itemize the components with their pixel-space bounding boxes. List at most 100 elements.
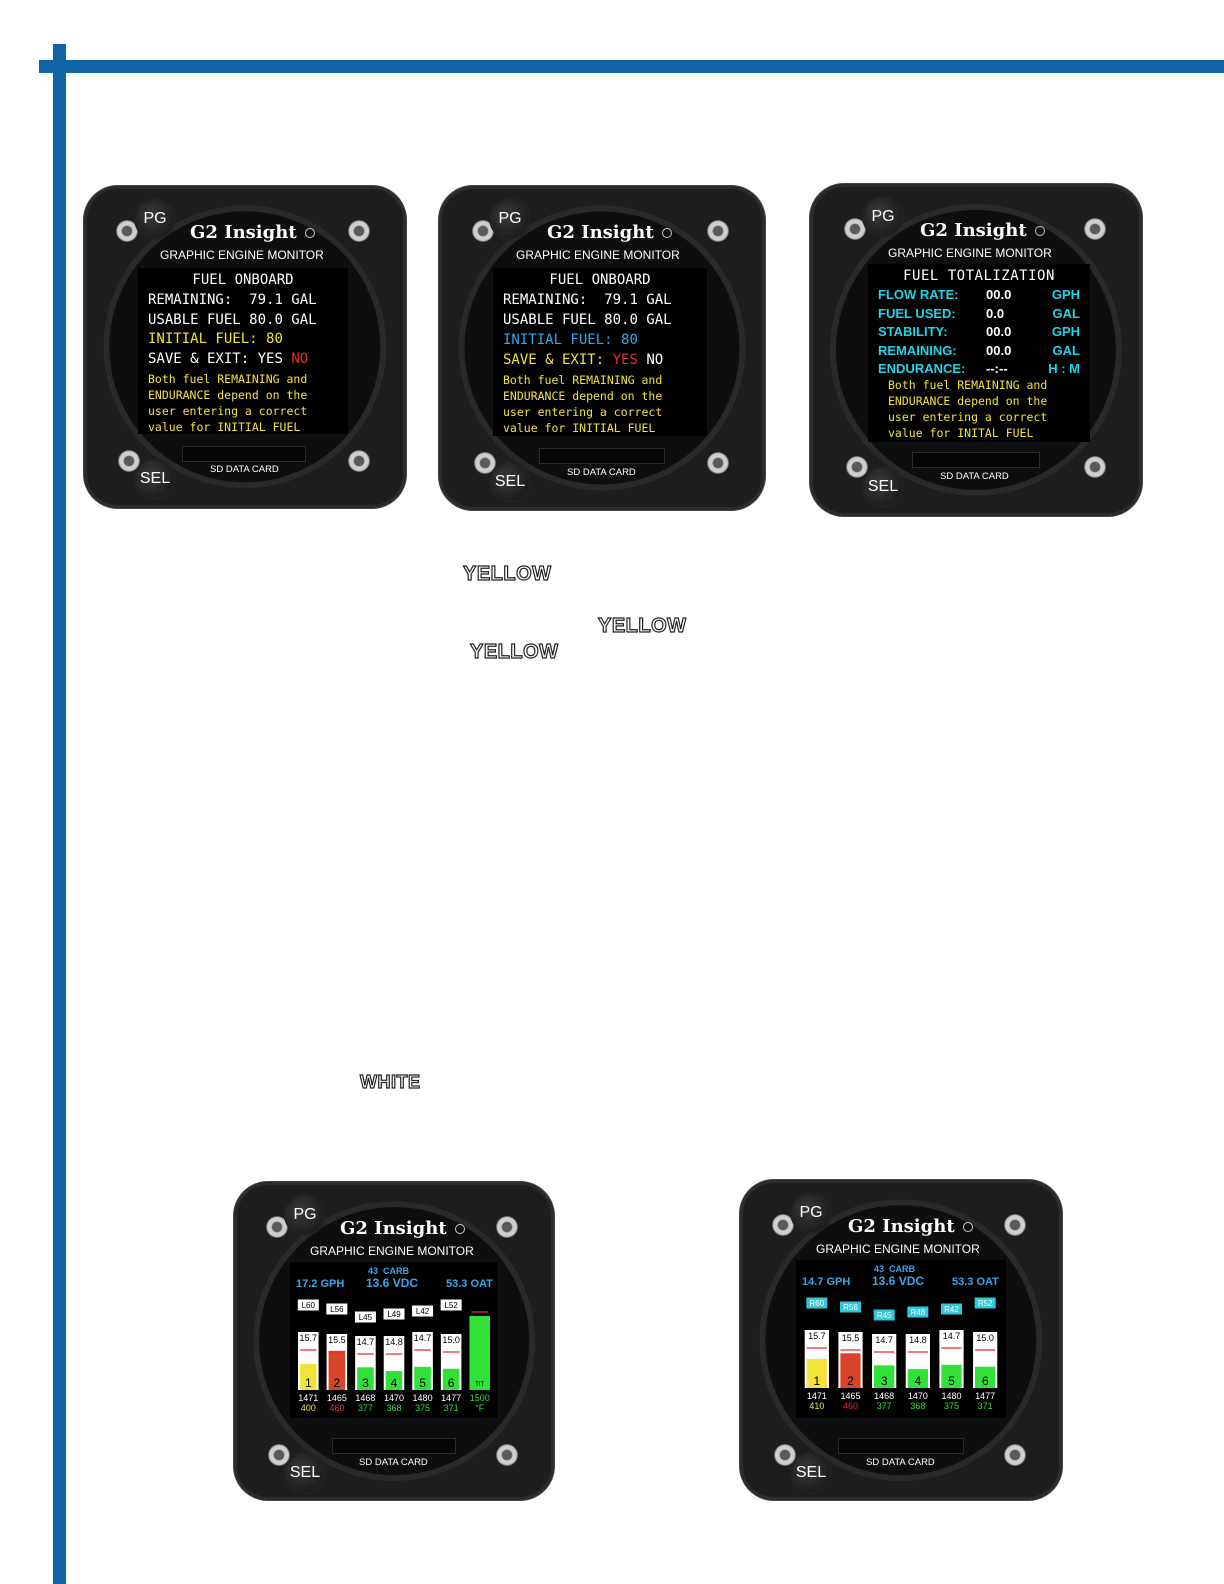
egt-value: 1480 <box>941 1391 961 1401</box>
usable-row: USABLE FUEL 80.0 GAL <box>148 312 317 328</box>
cylinder-number: 2 <box>847 1374 854 1388</box>
brand-text: G2 Insight <box>920 220 1027 241</box>
totalizer-value: 00.0 <box>986 342 1012 358</box>
screw-icon <box>774 1444 796 1466</box>
voltage-readout: 13.6 VDC <box>872 1274 925 1288</box>
cylinder-tag: L56 <box>330 1305 344 1314</box>
pg-button[interactable]: PG <box>286 1196 324 1234</box>
cht-value: 377 <box>877 1401 892 1411</box>
egt-bar-fill <box>328 1350 346 1390</box>
cylinder-tag: R56 <box>843 1303 858 1312</box>
cylinder-tag-box <box>806 1297 828 1309</box>
screw-icon <box>268 1444 290 1466</box>
oat-readout: 53.3 OAT <box>952 1276 999 1288</box>
sel-button[interactable]: SEL <box>864 468 902 506</box>
gauge-engine-left: PG SEL G2 Insight GRAPHIC ENGINE MONITOR… <box>234 1182 554 1500</box>
save-exit-row[interactable]: SAVE & EXIT: YES NO <box>148 351 309 367</box>
top-accent-bar <box>39 60 1224 73</box>
ff-value: 14.8 <box>909 1335 927 1345</box>
totalizer-unit: H : M <box>1048 361 1080 376</box>
left-accent-bar <box>53 44 66 1584</box>
sd-card-label: SD DATA CARD <box>567 467 636 478</box>
pg-button[interactable]: PG <box>491 200 529 238</box>
gauge-screen: FUEL ONBOARD REMAINING: 79.1 GAL USABLE … <box>493 268 707 436</box>
ff-value: 15.5 <box>328 1335 346 1345</box>
cylinder-tag-box <box>840 1301 861 1313</box>
cylinder-number: 3 <box>881 1374 888 1388</box>
sel-label: SEL <box>795 1464 827 1481</box>
initial-fuel-row[interactable]: INITIAL FUEL: 80 <box>148 331 283 347</box>
cht-value: 410 <box>809 1401 824 1411</box>
sel-button[interactable]: SEL <box>792 1454 830 1492</box>
totalizer-value: 00.0 <box>986 287 1012 302</box>
sd-card-slot[interactable] <box>182 446 306 462</box>
oat-readout: 53.3 OAT <box>446 1278 493 1290</box>
screw-icon <box>266 1216 288 1238</box>
tit-label: TIT <box>475 1382 484 1388</box>
screw-icon <box>118 450 140 472</box>
cylinder-tag-box <box>974 1297 996 1309</box>
totalizer-label: REMAINING: <box>878 342 957 358</box>
cylinder-tag-box <box>907 1306 929 1318</box>
cht-value: 368 <box>386 1403 401 1413</box>
note-line: user entering a correct <box>148 404 308 418</box>
voltage-readout: 13.6 VDC <box>366 1276 419 1290</box>
pg-button[interactable]: PG <box>136 200 174 238</box>
cylinder-tag: R45 <box>877 1311 892 1320</box>
sel-button[interactable]: SEL <box>286 1454 324 1492</box>
totalizer-unit: GPH <box>1051 287 1080 302</box>
egt-value: 1471 <box>807 1391 827 1401</box>
egt-bar-fill <box>806 1359 827 1388</box>
sd-card-slot[interactable] <box>332 1438 456 1454</box>
egt-value: 1477 <box>975 1391 995 1401</box>
sel-label: SEL <box>289 1464 321 1481</box>
sel-button[interactable]: SEL <box>136 460 174 498</box>
pg-button[interactable]: PG <box>792 1194 830 1232</box>
sd-card-label: SD DATA CARD <box>866 1457 935 1468</box>
screen-title: FUEL ONBOARD <box>192 272 294 288</box>
tit-bar <box>469 1316 490 1390</box>
pg-label: PG <box>799 1204 823 1221</box>
cylinder-number: 1 <box>305 1376 312 1390</box>
initial-fuel-row[interactable]: INITIAL FUEL: 80 <box>503 332 638 348</box>
pg-label: PG <box>871 208 895 225</box>
tit-egt: 1500 <box>470 1393 490 1403</box>
remaining-row: REMAINING: 79.1 GAL <box>503 292 672 308</box>
pg-button[interactable]: PG <box>864 198 902 236</box>
sel-button[interactable]: SEL <box>491 463 529 501</box>
egt-bar-fill <box>941 1364 962 1388</box>
egt-value: 1468 <box>874 1391 894 1401</box>
cylinder-number: 5 <box>419 1376 426 1390</box>
screw-icon <box>116 220 138 242</box>
cht-value: 371 <box>444 1403 459 1413</box>
screw-icon <box>1004 1444 1026 1466</box>
ff-value: 14.7 <box>357 1337 375 1347</box>
egt-value: 1468 <box>355 1393 375 1403</box>
sd-card-slot[interactable] <box>838 1438 964 1454</box>
note-line: Both fuel REMAINING and <box>503 373 663 387</box>
screw-icon <box>472 220 494 242</box>
brand-text: G2 Insight <box>190 222 297 243</box>
pg-label: PG <box>498 210 522 227</box>
totalizer-unit: GAL <box>1052 305 1080 321</box>
ff-value: 15.0 <box>442 1335 460 1345</box>
egt-cht-bar-graph: L6015.711471400L5615.521465460L4514.7314… <box>297 1299 490 1413</box>
sd-card-label: SD DATA CARD <box>210 464 279 475</box>
screw-icon <box>1004 1214 1026 1236</box>
cht-value: 368 <box>910 1401 925 1411</box>
remaining-row: REMAINING: 79.1 GAL <box>148 292 317 308</box>
note-line: user entering a correct <box>503 405 663 419</box>
note-line: Both fuel REMAINING and <box>888 378 1048 392</box>
save-exit-row[interactable]: SAVE & EXIT: YES NO <box>503 352 664 368</box>
brand-logo: G2 Insight <box>920 220 1045 241</box>
cylinder-number: 4 <box>914 1374 921 1388</box>
sd-card-slot[interactable] <box>539 448 665 464</box>
cylinder-tag-box <box>440 1299 462 1311</box>
cylinder-tag-box <box>354 1311 376 1323</box>
sd-card-slot[interactable] <box>912 452 1040 468</box>
cylinder-number: 4 <box>391 1376 398 1390</box>
gauge-screen: FUEL ONBOARD REMAINING: 79.1 GAL USABLE … <box>138 268 348 434</box>
